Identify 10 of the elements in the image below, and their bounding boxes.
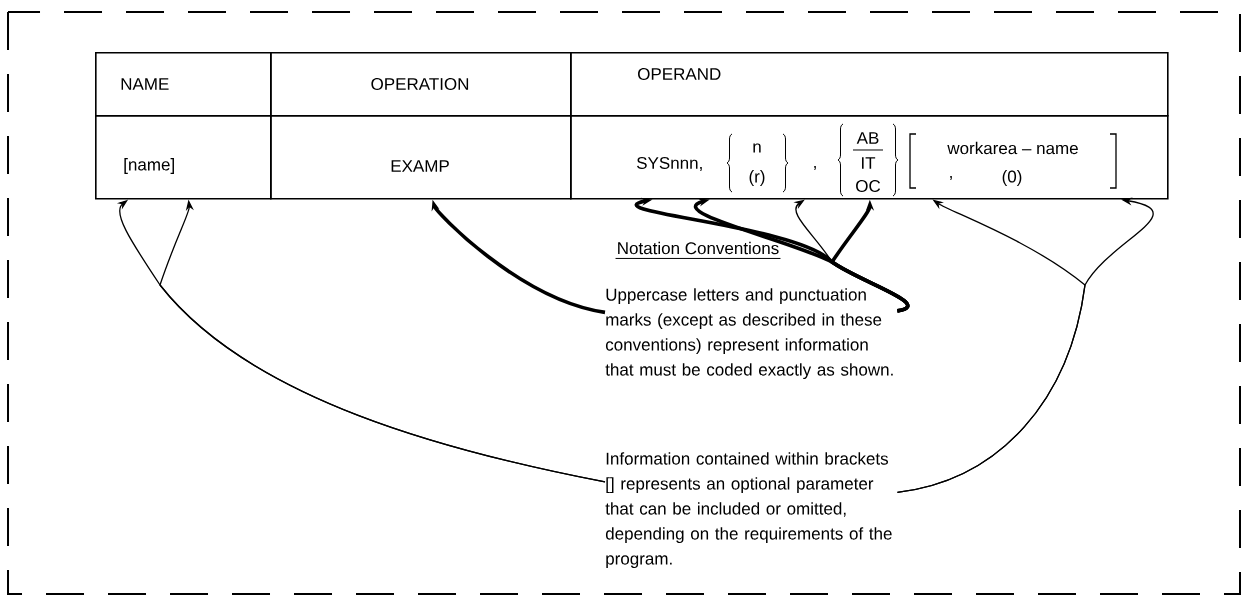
heading: Notation Conventions [615,241,781,259]
table-cell: [name] [95,115,272,200]
paragraph: Uppercase letters and punctuation marks (except as described in these conventions) represent information that must be coded exactly as shown. [605,288,893,380]
table-cell: EXAMP [270,115,572,200]
table-cell: OPERAND [570,52,1169,117]
paragraph: Information contained within brackets [] represents an optional parameter that can be included or omitted, depending on the requirements of the program. [605,452,892,569]
table-cell: OPERATION [270,52,572,117]
table-cell: SYSnnn, n (r) , AB IT OC workarea – name , (0) [570,115,1169,200]
table-cell: NAME [95,52,272,117]
arrow [896,197,1154,494]
